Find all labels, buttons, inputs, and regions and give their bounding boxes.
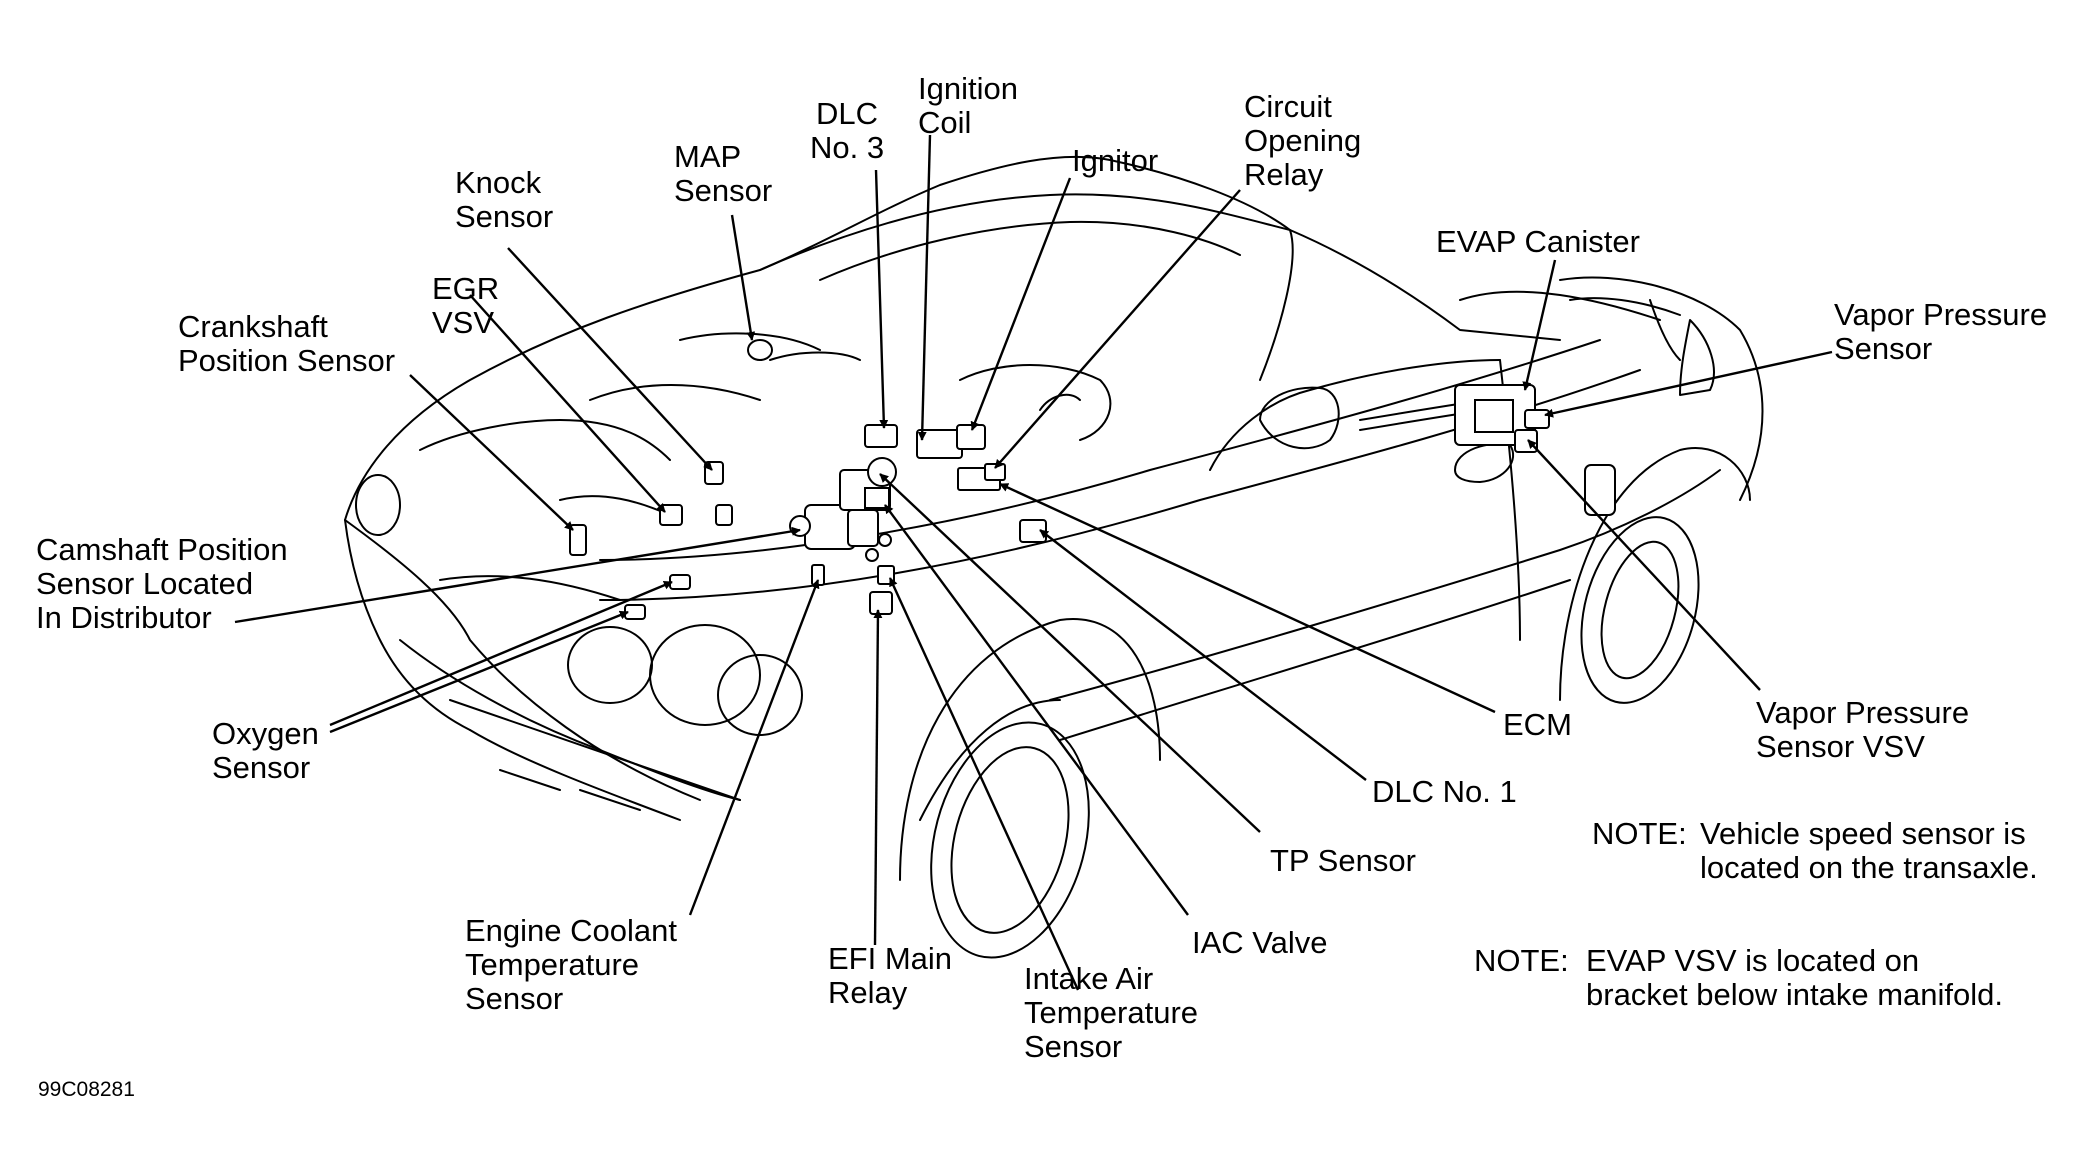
label-crankshaft: Crankshaft Position Sensor: [178, 309, 396, 378]
vapor-pressure-vsv-part: [1514, 429, 1538, 453]
leader-vapor-pressure-vsv: [1527, 439, 1761, 691]
note-key: NOTE:: [1592, 816, 1687, 851]
label-efi-main-relay: EFI Main Relay: [828, 941, 953, 1010]
leader-efi-main-relay: [873, 609, 883, 946]
label-map-sensor: MAP Sensor: [674, 139, 773, 208]
leader-oxygen-2: [329, 610, 629, 734]
leader-engine-coolant: [688, 579, 820, 916]
note-vehicle-speed-sensor: NOTE: Vehicle speed sensor is located on…: [1592, 816, 2038, 885]
label-dlc3: DLC No. 3: [810, 96, 885, 165]
egr-vsv-part: [659, 504, 683, 526]
ignitor-part: [956, 424, 986, 450]
leader-vapor-pressure-sensor: [1544, 350, 1833, 418]
label-knock-sensor: Knock Sensor: [455, 165, 554, 234]
map-sensor-part: [747, 339, 773, 361]
leader-dlc3: [874, 169, 889, 429]
label-egr-vsv: EGR VSV: [432, 271, 500, 340]
label-engine-coolant: Engine Coolant Temperature Sensor: [465, 913, 677, 1016]
leader-lines: [234, 134, 1833, 991]
leader-ignition-coil: [917, 134, 932, 441]
crankshaft-sensor-part: [569, 524, 587, 556]
leader-tp-sensor: [879, 473, 1261, 833]
distributor-part: [789, 504, 892, 562]
label-vapor-pressure-sensor: Vapor Pressure Sensor: [1834, 297, 2048, 366]
leader-ecm: [999, 482, 1496, 714]
label-tp-sensor: TP Sensor: [1270, 843, 1416, 878]
leader-oxygen-1: [329, 580, 673, 727]
note-evap-vsv: NOTE: EVAP VSV is located on bracket bel…: [1474, 943, 2004, 1012]
leader-iac-valve: [884, 504, 1189, 916]
note-key: NOTE:: [1474, 943, 1569, 978]
leader-circuit-opening-relay: [994, 189, 1241, 469]
ignition-coil-part: [916, 429, 963, 459]
label-oxygen-sensor: Oxygen Sensor: [212, 716, 319, 785]
label-dlc1: DLC No. 1: [1372, 774, 1517, 809]
leader-knock-sensor: [507, 247, 713, 471]
leader-map-sensor: [730, 214, 756, 341]
dlc3-part: [864, 424, 898, 448]
label-ignition-coil: Ignition Coil: [918, 71, 1018, 140]
leader-ignitor: [970, 177, 1072, 431]
vapor-pressure-sensor-part: [1524, 409, 1550, 429]
oxygen-sensor-part-1: [669, 574, 691, 590]
throttle-body-part: [839, 457, 897, 511]
rear-fuel-part: [1584, 464, 1616, 516]
label-intake-air: Intake Air Temperature Sensor: [1024, 961, 1199, 1064]
label-iac-valve: IAC Valve: [1192, 925, 1328, 960]
leader-intake-air: [888, 577, 1080, 991]
leader-camshaft: [234, 526, 801, 624]
figure-id: 99C08281: [38, 1078, 135, 1101]
efi-main-relay-part: [869, 591, 893, 615]
label-vapor-pressure-vsv: Vapor Pressure Sensor VSV: [1756, 695, 1970, 764]
label-evap-canister: EVAP Canister: [1436, 224, 1640, 259]
leader-egr-vsv: [469, 294, 666, 513]
label-circuit-opening-relay: Circuit Opening Relay: [1244, 89, 1362, 192]
leader-dlc1: [1039, 529, 1367, 781]
component-parts: [569, 339, 1616, 620]
label-ecm: ECM: [1503, 707, 1572, 742]
leader-crankshaft: [409, 374, 574, 531]
label-ignitor: Ignitor: [1072, 143, 1159, 178]
label-camshaft: Camshaft Position Sensor Located In Dist…: [36, 532, 288, 635]
leader-evap-canister: [1522, 259, 1557, 391]
